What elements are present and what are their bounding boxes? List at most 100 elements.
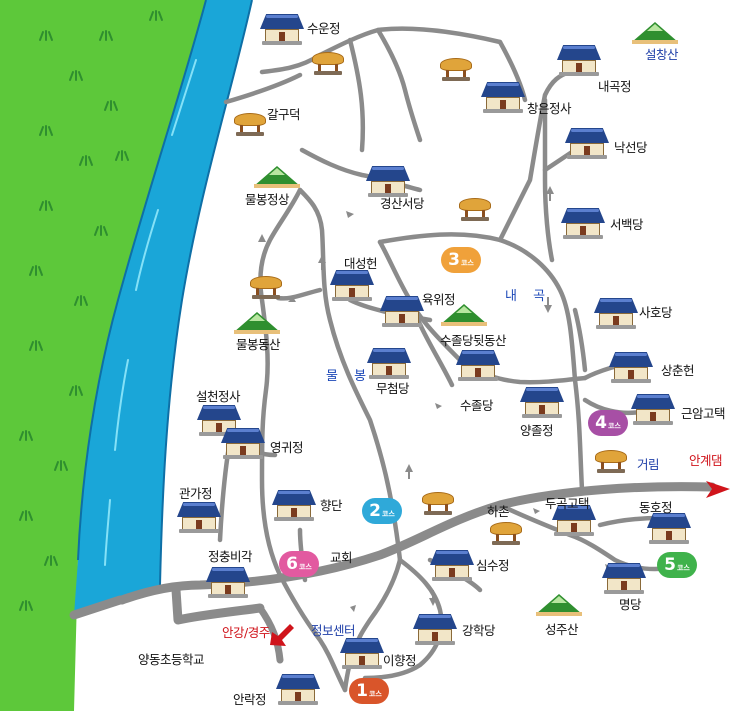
exit-label-angang: 안강/경주 <box>222 625 270 640</box>
hanok-house-icon <box>366 166 410 198</box>
place-label-suunjeong: 수운정 <box>307 21 341 36</box>
course-suffix: 코스 <box>607 422 621 430</box>
area-label-naegok: 내 곡 <box>505 289 552 304</box>
place-label-seolchang: 설창산 <box>645 47 679 62</box>
place-label-jeongchung: 정충비각 <box>208 549 253 564</box>
place-label-sangchun: 상춘헌 <box>661 363 695 378</box>
place-label-seongju: 성주산 <box>545 622 579 637</box>
place-label-anrak: 안락정 <box>233 692 267 707</box>
course-number: 2 <box>369 500 381 521</box>
place-label-gwanga: 관가정 <box>179 486 213 501</box>
pavilion-icon <box>250 276 282 300</box>
hanok-house-icon <box>177 502 221 534</box>
place-label-ihyang: 이향정 <box>383 653 417 668</box>
hanok-house-icon <box>557 45 601 77</box>
place-label-yangjol: 양졸정 <box>520 423 554 438</box>
place-label-geunam: 근암고택 <box>681 406 726 421</box>
pavilion-icon <box>595 450 627 474</box>
hanok-house-icon <box>602 563 646 595</box>
hanok-house-icon <box>609 352 653 384</box>
hanok-house-icon <box>276 674 320 706</box>
course-number: 5 <box>664 554 676 575</box>
mountain-icon <box>441 304 487 326</box>
hanok-house-icon <box>456 350 500 382</box>
exit-arrow-east <box>706 481 730 498</box>
hanok-house-icon <box>340 638 384 670</box>
course-suffix: 코스 <box>298 563 312 571</box>
hanok-house-icon <box>561 208 605 240</box>
course-number: 1 <box>356 680 368 701</box>
place-label-daeseong: 대성헌 <box>344 256 378 271</box>
hanok-house-icon <box>260 14 304 46</box>
place-label-dongho: 동호정 <box>639 500 673 515</box>
place-label-mulbong-hill: 물봉동산 <box>236 337 281 352</box>
place-label-georim: 거림 <box>637 457 660 472</box>
place-label-dugok: 두곡고택 <box>545 496 590 511</box>
course-number: 6 <box>286 553 298 574</box>
course-number: 3 <box>448 249 460 270</box>
place-label-saho: 사호당 <box>639 305 673 320</box>
hanok-house-icon <box>565 128 609 160</box>
place-label-changeun: 창은정사 <box>527 101 572 116</box>
riverside-field <box>0 0 206 711</box>
place-label-seobaek: 서백당 <box>610 217 644 232</box>
place-label-nakseon: 낙선당 <box>614 140 648 155</box>
mountain-icon <box>234 312 280 334</box>
hanok-house-icon <box>330 270 374 302</box>
mountain-icon <box>254 166 300 188</box>
pavilion-icon <box>422 492 454 516</box>
place-label-mucheom: 무첨당 <box>376 381 410 396</box>
course-suffix: 코스 <box>368 690 382 698</box>
hanok-house-icon <box>552 505 596 537</box>
hanok-house-icon <box>380 296 424 328</box>
exit-arrow-southwest <box>270 624 294 646</box>
hanok-house-icon <box>430 550 474 582</box>
place-label-galgudeok: 갈구덕 <box>267 107 301 122</box>
hanok-house-icon <box>206 567 250 599</box>
exit-label-angye: 안계댐 <box>689 453 723 468</box>
place-label-hachon: 하촌 <box>487 504 510 519</box>
place-label-sujol-hill: 수졸당뒷동산 <box>440 333 507 348</box>
course-suffix: 코스 <box>460 259 474 267</box>
pavilion-icon <box>459 198 491 222</box>
place-label-mulbong-peak: 물봉정상 <box>245 192 290 207</box>
pavilion-icon <box>234 113 266 137</box>
river <box>74 0 252 615</box>
place-label-church: 교회 <box>330 550 353 565</box>
place-label-naegok-jeong: 내곡정 <box>598 79 632 94</box>
course-number: 4 <box>595 412 607 433</box>
hanok-house-icon <box>272 490 316 522</box>
place-label-simsu: 심수정 <box>476 558 510 573</box>
place-label-yeonggwi: 영귀정 <box>270 440 304 455</box>
pavilion-icon <box>490 522 522 546</box>
hanok-house-icon <box>647 513 691 545</box>
place-label-ganghak: 강학당 <box>462 623 496 638</box>
place-label-hyangdan: 향단 <box>320 498 343 513</box>
hanok-house-icon <box>631 394 675 426</box>
area-label-mulbong: 물 봉 <box>326 369 373 384</box>
place-label-seolcheon: 설천정사 <box>196 389 241 404</box>
pavilion-icon <box>312 52 344 76</box>
hanok-house-icon <box>413 614 457 646</box>
place-label-school: 양동초등학교 <box>138 652 205 667</box>
place-label-info: 정보센터 <box>311 623 356 638</box>
place-label-myeong: 명당 <box>619 597 642 612</box>
mountain-icon <box>536 594 582 616</box>
mountain-icon <box>632 22 678 44</box>
pavilion-icon <box>440 58 472 82</box>
hanok-house-icon <box>481 82 525 114</box>
course-suffix: 코스 <box>676 564 690 572</box>
place-label-sujol: 수졸당 <box>460 398 494 413</box>
hanok-house-icon <box>367 348 411 380</box>
place-label-yukwi: 육위정 <box>422 292 456 307</box>
place-label-gyeongsan: 경산서당 <box>380 196 425 211</box>
course-suffix: 코스 <box>381 510 395 518</box>
hanok-house-icon <box>221 428 265 460</box>
